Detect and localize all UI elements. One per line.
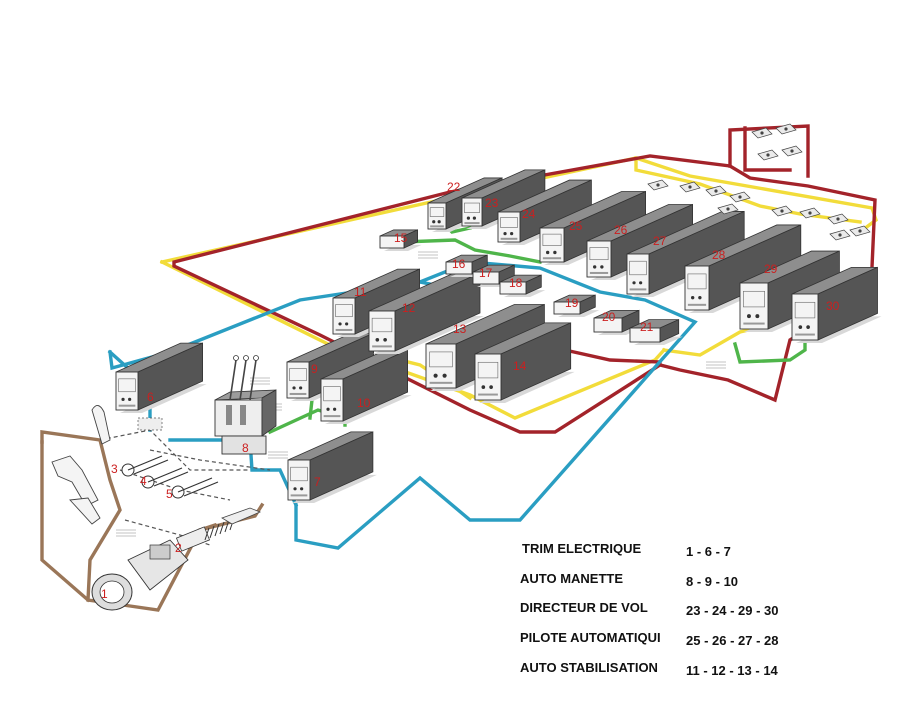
actuator-assembly: [214, 355, 277, 455]
relay-module: [781, 145, 803, 157]
relay-module: [751, 127, 773, 139]
unit-label: 7: [314, 475, 321, 489]
small-module: [629, 319, 683, 345]
control-cable: [149, 449, 271, 471]
unit-label: 20: [602, 310, 616, 324]
relay-module: [849, 225, 871, 237]
unit-label: 2: [175, 541, 182, 555]
wire-red: [728, 124, 810, 178]
relay-module: [775, 123, 797, 135]
equipment-unit: [368, 272, 484, 354]
wire-green: [732, 336, 807, 364]
unit-label: 4: [140, 474, 147, 488]
unit-label: 13: [453, 322, 467, 336]
unit-label: 14: [513, 359, 527, 373]
unit-label: 17: [479, 266, 493, 280]
unit-label: 18: [509, 276, 523, 290]
unit-label: 27: [653, 234, 667, 248]
unit-label: 8: [242, 441, 249, 455]
unit-label: 11: [354, 285, 367, 299]
relay-module: [647, 179, 669, 191]
unit-label: 3: [111, 462, 118, 476]
unit-label: 29: [764, 262, 778, 276]
linkage-assembly: [51, 405, 262, 552]
unit-label: 1: [101, 587, 108, 601]
wire-green: [308, 398, 314, 420]
unit-label: 6: [147, 390, 154, 404]
relay-module: [717, 203, 739, 215]
unit-label: 9: [311, 362, 318, 376]
equipment-unit: [115, 342, 207, 413]
unit-label: 30: [826, 299, 840, 313]
small-module: [553, 294, 600, 317]
wire-red: [172, 154, 877, 434]
unit-label: 23: [485, 196, 499, 210]
unit-label: 24: [522, 207, 536, 221]
unit-label: 15: [394, 231, 408, 245]
relay-module: [757, 149, 779, 161]
equipment-unit: [320, 349, 412, 424]
unit-label: 16: [452, 257, 466, 271]
wire-blue: [108, 260, 698, 550]
relay-module: [827, 213, 849, 225]
unit-label: 22: [447, 180, 461, 194]
unit-label: 26: [614, 223, 628, 237]
wire-green: [401, 238, 543, 265]
servo-motor: [91, 539, 189, 611]
equipment-unit: [791, 266, 882, 343]
equipment-units: [51, 123, 882, 611]
unit-label: 21: [640, 320, 654, 334]
unit-label: 28: [712, 248, 726, 262]
small-module: [472, 264, 519, 287]
relay-module: [705, 185, 727, 197]
wire-red: [562, 347, 662, 364]
relay-module: [799, 207, 821, 219]
relay-module: [829, 229, 851, 241]
equipment-unit: [287, 431, 377, 503]
unit-label: 12: [402, 301, 416, 315]
wire-yellow: [159, 259, 667, 420]
unit-label: 25: [569, 219, 583, 233]
small-module: [379, 229, 422, 251]
equipment-unit: [474, 322, 575, 403]
wire-red: [743, 126, 792, 172]
relay-module: [679, 181, 701, 193]
wire-brown: [40, 440, 91, 603]
unit-label: 19: [565, 296, 579, 310]
small-module: [499, 274, 546, 297]
unit-labels: 1234567891011121314151617181920212223242…: [101, 180, 840, 601]
relay-module: [771, 205, 793, 217]
control-cable: [99, 429, 250, 471]
unit-label: 5: [166, 487, 173, 501]
relay-module: [729, 191, 751, 203]
unit-label: 10: [357, 396, 371, 410]
